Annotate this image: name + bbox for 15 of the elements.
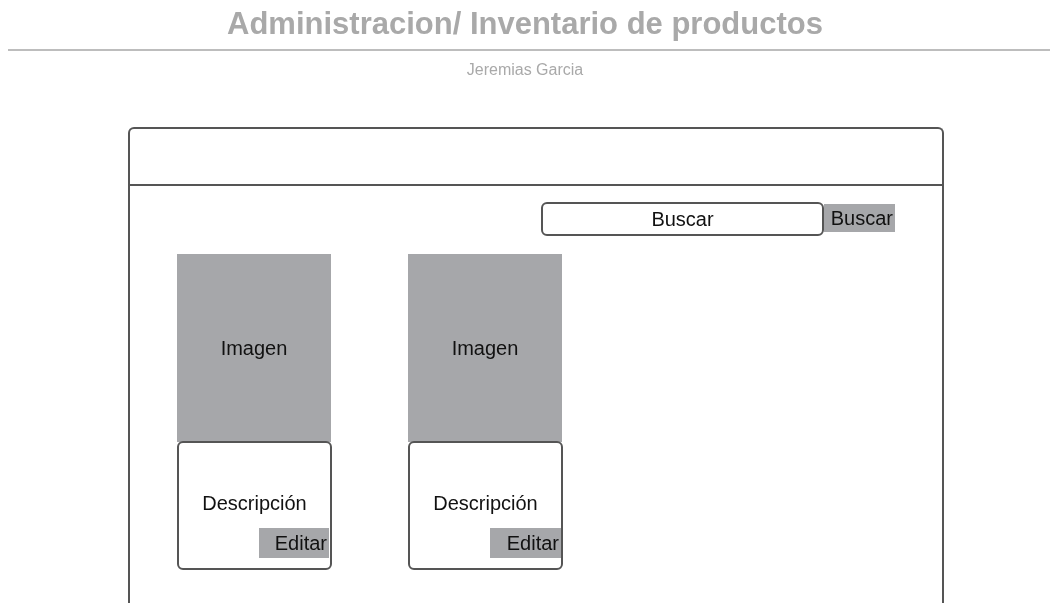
placeholder-panel [177,254,331,442]
description-text: Descripción [432,490,539,516]
description-card [177,441,332,570]
description-text: Descripción [201,490,308,516]
page-title: Administracion/ Inventario de productos [226,6,824,42]
edit-button: Editar [259,528,329,558]
edit-button: Editar [490,528,561,558]
description-card [408,441,563,570]
search-button: Buscar [824,204,895,232]
browser-window [128,127,944,603]
image-label: Imagen [451,336,519,360]
search-field: Buscar [541,202,824,236]
subtitle-text: Jeremias Garcia [465,61,585,79]
placeholder-panel [408,254,562,442]
image-label: Imagen [220,336,288,360]
